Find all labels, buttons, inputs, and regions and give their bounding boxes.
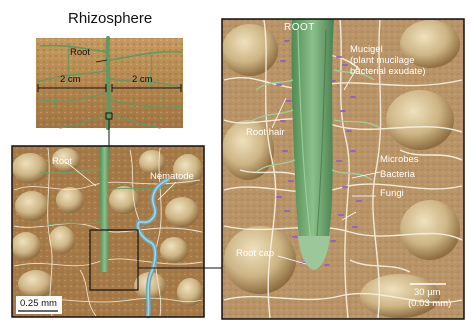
- right-scale-label-2: (0.03 mm): [408, 299, 451, 309]
- right-panel: [222, 19, 464, 319]
- top-scale-left-label: 2 cm: [60, 75, 81, 85]
- nematode-label: Nematode: [150, 172, 194, 182]
- mucigel-line-3: bacterial exudate): [350, 66, 426, 77]
- microbes-label: Microbes: [380, 155, 419, 165]
- top-scale-right-label: 2 cm: [132, 75, 153, 85]
- root-title-label: ROOT: [284, 22, 315, 33]
- top-root-label: Root: [70, 48, 90, 58]
- mucigel-line-2: (plant mucilage: [350, 55, 426, 66]
- fungi-label: Fungi: [380, 189, 404, 199]
- root-cap-label: Root cap: [236, 249, 274, 259]
- right-scale-label-1: 30 µm: [414, 288, 441, 298]
- diagram-title: Rhizosphere: [68, 10, 152, 27]
- mucigel-label: Mucigel (plant mucilage bacterial exudat…: [350, 44, 426, 77]
- top-panel: [36, 38, 183, 128]
- bacteria-label: Bacteria: [380, 170, 415, 180]
- middle-root-label: Root: [52, 157, 72, 167]
- root-hair-label: Root hair: [246, 128, 285, 138]
- mucigel-line-1: Mucigel: [350, 44, 426, 55]
- middle-scale-label: 0.25 mm: [20, 299, 57, 309]
